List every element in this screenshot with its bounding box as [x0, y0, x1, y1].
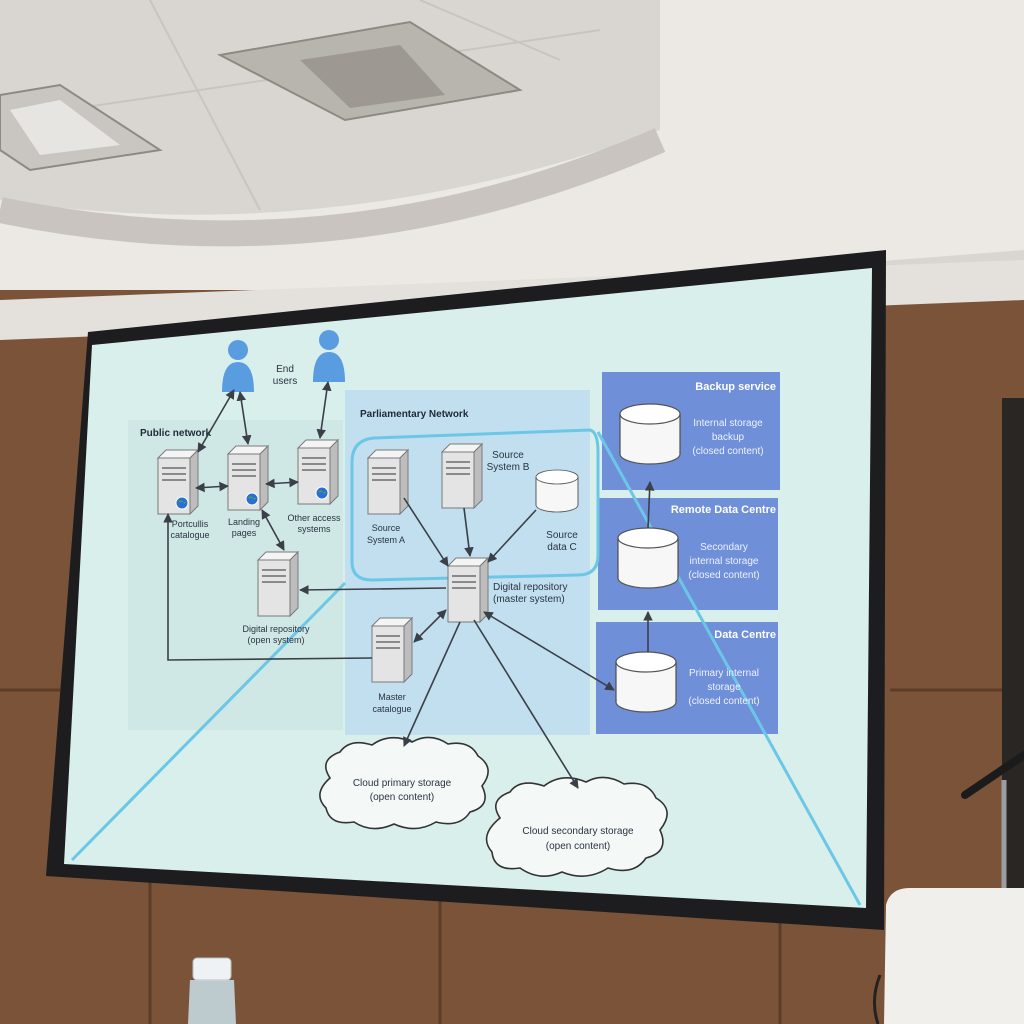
portcullis-label-2: catalogue — [170, 530, 209, 540]
globe-icon — [315, 486, 329, 500]
server-icon — [447, 557, 489, 623]
source-c-label-2: data C — [547, 542, 576, 553]
source-c-label-1: Source — [546, 530, 578, 541]
source-b-label-2: System B — [487, 462, 530, 473]
water-bottle-icon — [188, 957, 236, 1024]
remote-data-centre-title: Remote Data Centre — [671, 504, 776, 516]
podium — [884, 888, 1024, 1024]
server-icon — [441, 443, 483, 509]
slide-diagram: Public network Parliamentary Network Bac… — [70, 330, 862, 906]
public-network-title: Public network — [140, 428, 212, 439]
database-icon — [617, 527, 679, 589]
primary-internal-label-3: (closed content) — [688, 696, 759, 707]
cloud-icon — [319, 736, 489, 830]
cloud-icon — [485, 776, 668, 877]
source-b-label-1: Source — [492, 450, 524, 461]
primary-internal-label-1: Primary internal — [689, 668, 759, 679]
source-a-label-2: System A — [367, 535, 405, 545]
master-catalogue-label-2: catalogue — [372, 704, 411, 714]
cloud-secondary-label-2: (open content) — [546, 841, 611, 852]
portcullis-label-1: Portcullis — [172, 519, 209, 529]
internal-backup-label-3: (closed content) — [692, 446, 763, 457]
globe-icon — [245, 492, 259, 506]
repo-master-label-2: (master system) — [493, 594, 565, 605]
repo-master-label-1: Digital repository — [493, 582, 567, 593]
other-access-label-2: systems — [297, 524, 331, 534]
landing-label-2: pages — [232, 528, 257, 538]
repo-open-label-1: Digital repository — [242, 624, 310, 634]
database-icon — [535, 469, 579, 513]
server-icon — [257, 551, 299, 617]
parliamentary-network-title: Parliamentary Network — [360, 409, 469, 420]
backup-service-title: Backup service — [695, 381, 776, 393]
master-catalogue-label-1: Master — [378, 692, 406, 702]
ceiling-curve — [0, 0, 1024, 330]
database-icon — [619, 403, 681, 465]
connector-arrows — [163, 381, 655, 789]
internal-backup-label-1: Internal storage — [693, 418, 763, 429]
secondary-internal-label-1: Secondary — [700, 542, 748, 553]
server-icon — [367, 449, 409, 515]
globe-icon — [175, 496, 189, 510]
ceiling-vent-icon — [216, 20, 523, 122]
highlight-callout — [350, 428, 600, 582]
ceiling-light-icon — [0, 83, 163, 172]
landing-label-1: Landing — [228, 517, 260, 527]
secondary-internal-label-3: (closed content) — [688, 570, 759, 581]
repo-open-label-2: (open system) — [247, 635, 304, 645]
internal-backup-label-2: backup — [712, 432, 745, 443]
end-users-label-2: users — [273, 376, 297, 387]
cloud-primary-label-1: Cloud primary storage — [353, 778, 452, 789]
side-banner — [1002, 398, 1024, 958]
other-access-label-1: Other access — [287, 513, 341, 523]
cloud-secondary-label-1: Cloud secondary storage — [522, 826, 634, 837]
database-icon — [615, 651, 677, 713]
microphone-icon — [961, 751, 1024, 890]
end-users-label-1: End — [276, 364, 294, 375]
server-icon — [371, 617, 413, 683]
cloud-primary-label-2: (open content) — [370, 792, 435, 803]
primary-internal-label-2: storage — [707, 682, 741, 693]
data-centre-title: Data Centre — [714, 629, 776, 641]
secondary-internal-label-2: internal storage — [690, 556, 759, 567]
source-a-label-1: Source — [372, 523, 401, 533]
